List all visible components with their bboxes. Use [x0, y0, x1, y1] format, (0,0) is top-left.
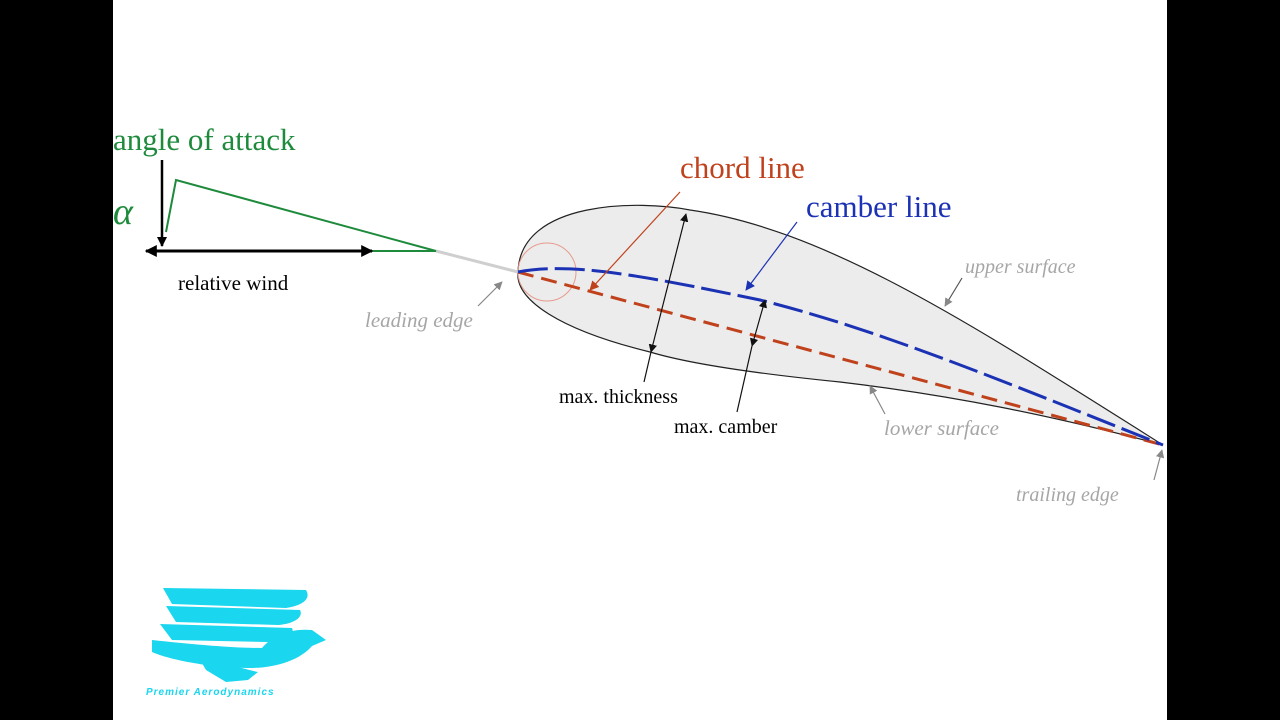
- airfoil-shape: [517, 204, 1164, 446]
- max-thickness-label: max. thickness: [559, 386, 678, 408]
- camber-pointer: [745, 221, 798, 291]
- chord-line-label: chord line: [680, 150, 805, 185]
- alpha-symbol: α: [113, 191, 134, 233]
- trailing-edge-pointer: [1153, 449, 1165, 481]
- max-camber-arrow: [750, 299, 767, 347]
- upper-surface-label: upper surface: [965, 256, 1076, 278]
- leading-edge-label: leading edge: [365, 308, 473, 332]
- angle-of-attack-wedge: [148, 178, 437, 252]
- leading-edge-pointer: [477, 281, 503, 307]
- chord-line: [517, 270, 1164, 447]
- max-thickness-leader: [643, 351, 652, 383]
- lower-surface-label: lower surface: [884, 416, 999, 440]
- relative-wind-label: relative wind: [178, 271, 289, 295]
- max-camber-label: max. camber: [674, 416, 778, 438]
- max-camber-leader: [736, 345, 753, 413]
- trailing-edge-label: trailing edge: [1016, 484, 1119, 506]
- wind-extension-line: [435, 249, 519, 274]
- logo-text: Premier Aerodynamics: [146, 687, 275, 698]
- camber-line-label: camber line: [806, 189, 951, 224]
- chord-pointer: [589, 191, 681, 291]
- angle-of-attack-label: angle of attack: [113, 122, 296, 157]
- camber-line: [517, 267, 1164, 447]
- max-thickness-arrow: [648, 213, 689, 353]
- upper-surface-pointer: [944, 277, 963, 307]
- lower-surface-pointer: [869, 385, 886, 415]
- eagle-logo-icon: [152, 588, 326, 682]
